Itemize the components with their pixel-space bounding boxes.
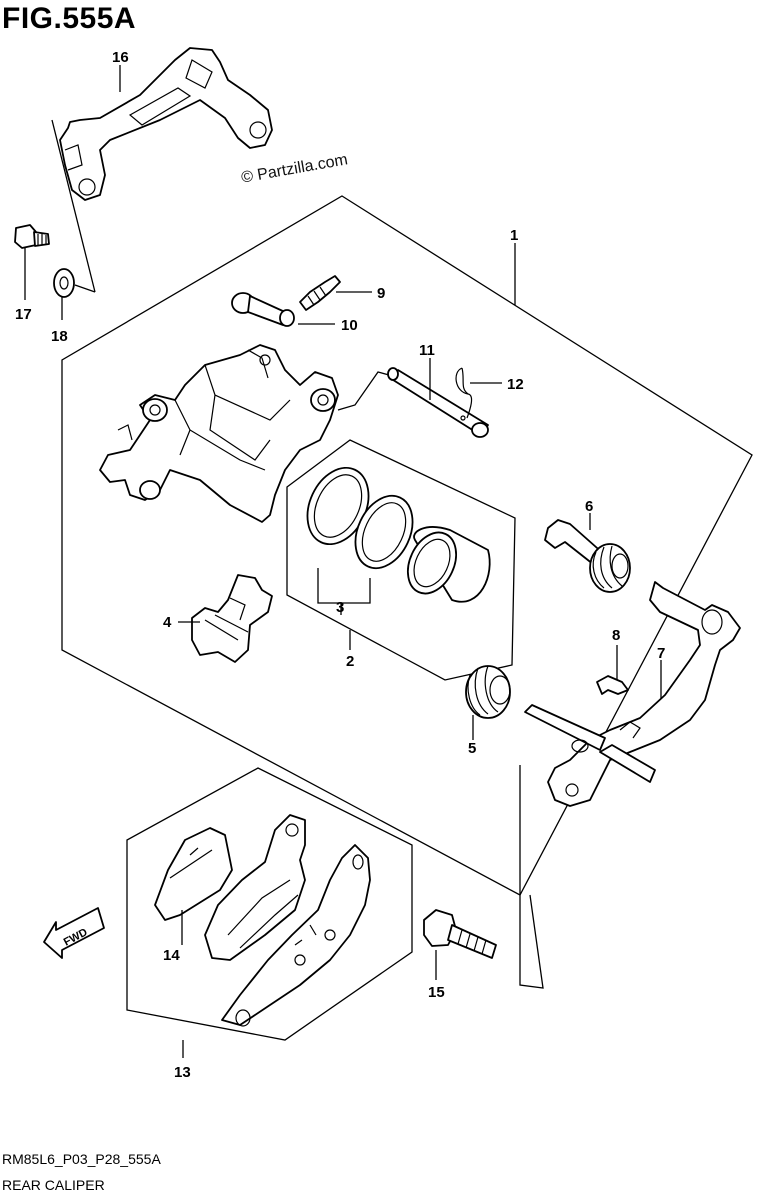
pad-shim — [221, 844, 371, 1027]
callout-leaders — [24, 65, 662, 1058]
slide-pin-boot — [465, 665, 511, 719]
fwd-arrow-icon: FWD — [43, 907, 105, 959]
piston — [407, 526, 491, 603]
callout-16: 16 — [112, 49, 129, 66]
bolt-link-line — [519, 765, 544, 989]
callout-4: 4 — [163, 614, 172, 631]
callout-10: 10 — [341, 317, 358, 334]
pad-set-outline — [126, 767, 413, 1041]
piston-kit-outline — [286, 439, 516, 681]
callout-9: 9 — [377, 285, 385, 302]
callout-14: 14 — [163, 947, 180, 964]
callout-12: 12 — [507, 376, 524, 393]
bleeder-valve — [299, 275, 341, 311]
callout-1: 1 — [510, 227, 518, 244]
pad-spring — [191, 574, 273, 663]
pad-pin-clip — [455, 367, 473, 419]
holder-bolt — [423, 909, 497, 959]
callout-17: 17 — [15, 306, 32, 323]
diagram-caption: REAR CALIPER — [2, 1177, 105, 1193]
bracket-link-line — [51, 119, 96, 293]
caliper-body — [99, 344, 339, 523]
callout-18: 18 — [51, 328, 68, 345]
drawing-code: RM85L6_P03_P28_555A — [2, 1151, 161, 1167]
bleeder-cap — [231, 292, 295, 327]
callout-7: 7 — [657, 645, 665, 662]
bracket-washer — [53, 268, 75, 298]
caliper-holder — [524, 581, 741, 807]
callout-5: 5 — [468, 740, 476, 757]
brake-pad-inner — [154, 827, 233, 921]
slide-pin — [544, 519, 631, 593]
brake-pad-outer — [204, 814, 306, 961]
callout-3: 3 — [336, 599, 344, 616]
pad-pin — [387, 367, 489, 438]
bracket-bolt — [14, 224, 50, 249]
callout-6: 6 — [585, 498, 593, 515]
figure-title: FIG.555A — [2, 2, 137, 35]
callout-15: 15 — [428, 984, 445, 1001]
callout-8: 8 — [612, 627, 620, 644]
callout-13: 13 — [174, 1064, 191, 1081]
caliper-bracket — [59, 47, 273, 201]
caliper-assembly-outline — [61, 195, 753, 896]
pad-retainer — [596, 675, 629, 695]
callout-2: 2 — [346, 653, 354, 670]
piston-seals — [306, 466, 414, 570]
callout-11: 11 — [419, 342, 435, 359]
